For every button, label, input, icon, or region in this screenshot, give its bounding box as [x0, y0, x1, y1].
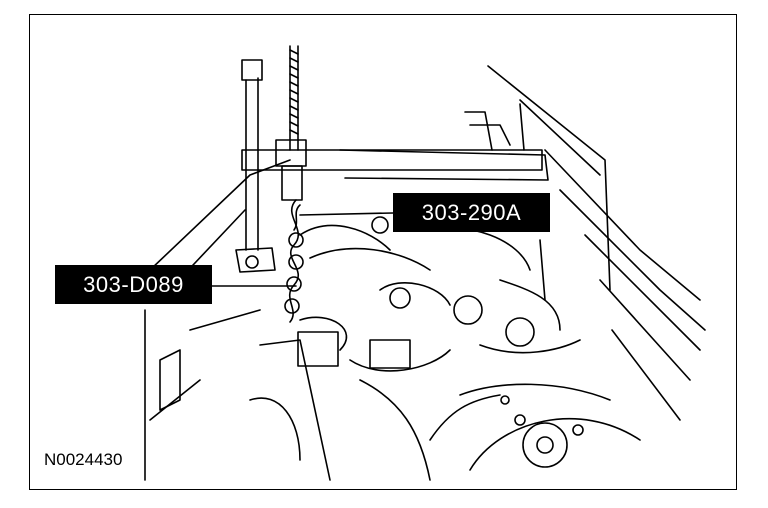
callout-303-290a: 303-290A [393, 193, 550, 232]
figure-id: N0024430 [44, 450, 123, 469]
callout-303-d089: 303-D089 [55, 265, 212, 304]
